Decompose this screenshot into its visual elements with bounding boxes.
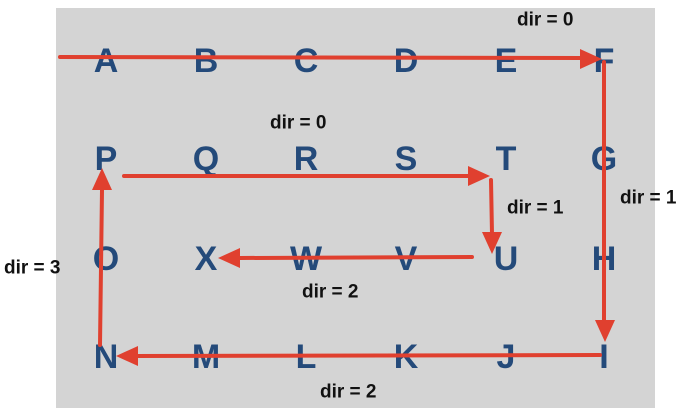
arrow-left-head-icon bbox=[218, 248, 240, 268]
arrow-down-head-icon bbox=[595, 320, 615, 342]
direction-label: dir = 2 bbox=[302, 282, 359, 303]
arrow-left-head-icon bbox=[116, 346, 138, 366]
traversal-arrows bbox=[58, 49, 615, 366]
arrow-left-inner bbox=[238, 255, 474, 260]
arrow-right-head-icon bbox=[580, 49, 602, 69]
arrow-right-top bbox=[58, 55, 584, 60]
letter-cell: C bbox=[294, 42, 319, 80]
letter-cell: U bbox=[494, 240, 519, 278]
letter-cell: Q bbox=[193, 140, 219, 178]
direction-label: dir = 1 bbox=[620, 188, 677, 209]
letter-cell: S bbox=[395, 140, 418, 178]
arrow-down-inner bbox=[489, 178, 494, 236]
arrow-down-head-icon bbox=[482, 232, 502, 254]
letter-cell: X bbox=[195, 240, 218, 278]
arrow-up-left bbox=[98, 188, 104, 347]
background-panel bbox=[56, 8, 655, 408]
arrow-up-head-icon bbox=[92, 168, 112, 190]
letter-cell: E bbox=[495, 42, 518, 80]
letter-cell: A bbox=[94, 42, 119, 80]
direction-label: dir = 2 bbox=[320, 382, 377, 403]
arrow-left-bottom bbox=[134, 353, 602, 358]
letter-cell: T bbox=[496, 140, 517, 178]
direction-label: dir = 3 bbox=[4, 258, 61, 279]
letter-cell: N bbox=[94, 338, 119, 376]
arrow-right-head-icon bbox=[468, 166, 490, 186]
direction-label: dir = 1 bbox=[507, 198, 564, 219]
letter-cell: B bbox=[194, 42, 219, 80]
letter-cell: P bbox=[95, 140, 118, 178]
direction-labels: dir = 0 dir = 1 dir = 2 dir = 3 dir = 0 … bbox=[4, 10, 677, 403]
letter-cell: O bbox=[93, 240, 119, 278]
letter-cell: I bbox=[599, 338, 608, 376]
direction-label: dir = 0 bbox=[270, 113, 327, 134]
letter-cell: R bbox=[294, 140, 319, 178]
direction-label: dir = 0 bbox=[517, 10, 574, 31]
letter-cell: D bbox=[394, 42, 419, 80]
